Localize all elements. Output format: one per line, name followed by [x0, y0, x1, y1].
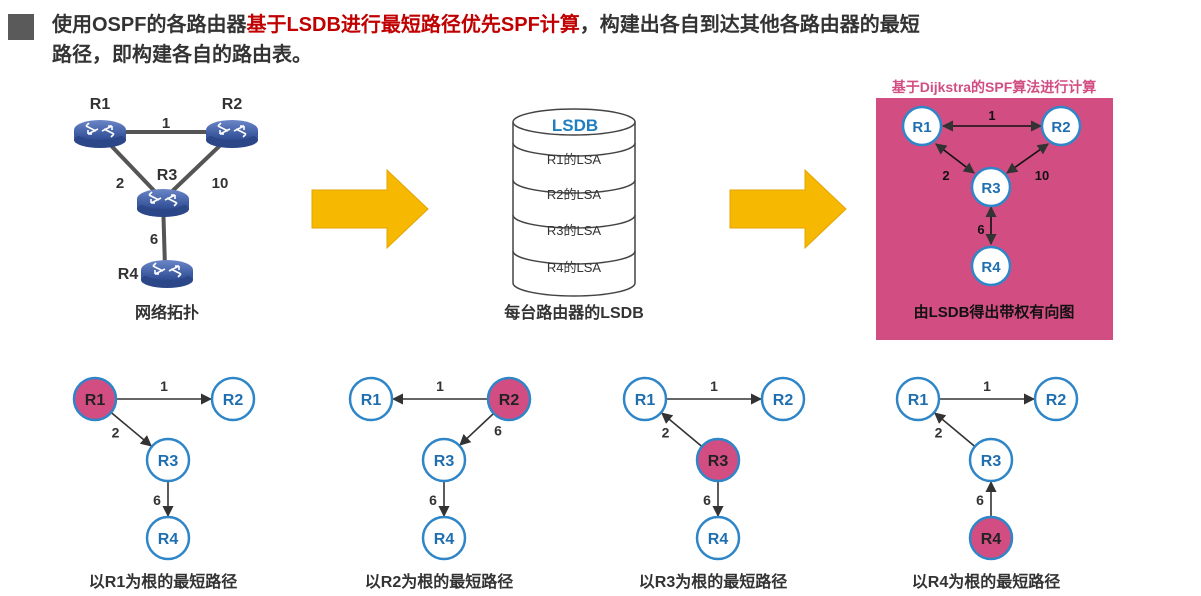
tree-node [421, 437, 467, 483]
header-bullet [8, 14, 34, 40]
tree-weight: 2 [112, 425, 120, 441]
graph-caption: 由LSDB得出带权有向图 [914, 303, 1075, 321]
topo-weight-r2-r3: 10 [212, 175, 229, 192]
tree-node [421, 515, 467, 561]
router-icon-r2 [205, 119, 259, 149]
graph-node-label-r3: R3 [981, 180, 1000, 197]
tree-node-label: R3 [434, 453, 455, 470]
tree-edge [459, 412, 495, 446]
tree-weight: 1 [160, 378, 168, 394]
tree-weight: 6 [429, 492, 437, 508]
graph-node-r2 [1040, 105, 1082, 147]
tree-node-label: R3 [981, 453, 1002, 470]
tree-caption: 以R1为根的最短路径 [89, 572, 237, 591]
router-icon-r3 [136, 188, 190, 218]
graph-weight-r3-r4: 6 [977, 222, 984, 237]
tree-weight: 6 [153, 492, 161, 508]
tree-caption: 以R3为根的最短路径 [639, 572, 787, 591]
title-line2: 路径，即构建各自的路由表。 [52, 44, 312, 66]
tree-edge [934, 412, 976, 448]
tree-root-node [695, 437, 741, 483]
tree-node-label: R2 [499, 392, 520, 409]
topo-label-r3: R3 [157, 167, 178, 184]
tree-node [145, 437, 191, 483]
lsdb-title: LSDB [552, 116, 598, 135]
tree-node [968, 437, 1014, 483]
graph-node-r4 [970, 245, 1012, 287]
tree-weight: 6 [703, 492, 711, 508]
topo-label-r1: R1 [90, 96, 111, 113]
lsdb-entry-r4: R4的LSA [547, 260, 602, 275]
tree-edge [110, 411, 152, 447]
tree-node-label: R1 [361, 392, 382, 409]
tree-root-node [486, 376, 532, 422]
tree-node-label: R2 [773, 392, 794, 409]
tree-node [210, 376, 256, 422]
topo-weight-r1-r3: 2 [116, 175, 124, 192]
lsdb-entry-r1: R1的LSA [547, 152, 602, 167]
tree-node [145, 515, 191, 561]
tree-node [348, 376, 394, 422]
graph-weight-r1-r3: 2 [942, 168, 949, 183]
tree-weight: 2 [935, 425, 943, 441]
tree-node-label: R4 [158, 531, 179, 548]
tree-weight: 6 [976, 492, 984, 508]
title-highlight: 基于LSDB进行最短路径优先SPF计算 [246, 14, 580, 36]
tree-node-label: R1 [85, 392, 106, 409]
tree-node [622, 376, 668, 422]
tree-node-label: R1 [908, 392, 929, 409]
graph-title-bg [870, 76, 1119, 98]
topo-label-r4: R4 [118, 266, 139, 283]
tree-weight: 1 [983, 378, 991, 394]
tree-node-label: R4 [708, 531, 729, 548]
tree-edge [661, 412, 703, 448]
title-part1: 使用OSPF的各路由器 [52, 14, 247, 36]
lsdb-entry-r2: R2的LSA [547, 187, 602, 202]
graph-title: 基于Dijkstra的SPF算法进行计算 [892, 79, 1097, 95]
graph-node-r1 [901, 105, 943, 147]
tree-caption: 以R2为根的最短路径 [365, 572, 513, 591]
topo-weight-r1-r2: 1 [162, 115, 170, 132]
lsdb-entry-r3: R3的LSA [547, 223, 602, 238]
tree-root-node [72, 376, 118, 422]
tree-weight: 1 [710, 378, 718, 394]
tree-weight: 2 [662, 425, 670, 441]
network-topology: R1 R2 R3 R4 1 2 10 6 网络拓扑 [73, 96, 259, 322]
page-title: 使用OSPF的各路由器基于LSDB进行最短路径优先SPF计算，构建出各自到达其他… [52, 10, 1072, 70]
lsdb-caption: 每台路由器的LSDB [504, 303, 644, 322]
tree-caption: 以R4为根的最短路径 [912, 572, 1060, 591]
tree-node-label: R2 [223, 392, 244, 409]
graph-weight-r1-r2: 1 [988, 108, 995, 123]
arrow-right-icon [311, 168, 429, 250]
title-part2: ，构建出各自到达其他各路由器的最短 [579, 14, 920, 36]
graph-weight-r2-r3: 10 [1035, 168, 1049, 183]
lsdb-database: LSDB R1的LSA R2的LSA R3的LSA R4的LSA 每台路由器的L… [504, 108, 644, 322]
topo-label-r2: R2 [222, 96, 243, 113]
router-icon-r4 [140, 259, 194, 289]
graph-node-label-r1: R1 [912, 119, 931, 136]
tree-node [760, 376, 806, 422]
tree-node [695, 515, 741, 561]
tree-node-label: R4 [434, 531, 455, 548]
topo-weight-r3-r4: 6 [150, 231, 158, 248]
tree-node-label: R2 [1046, 392, 1067, 409]
tree-node-label: R4 [981, 531, 1002, 548]
topology-caption: 网络拓扑 [135, 303, 199, 322]
tree-root-node [968, 515, 1014, 561]
tree-node [895, 376, 941, 422]
router-icon-r1 [73, 119, 127, 149]
tree-weight: 1 [436, 378, 444, 394]
graph-node-label-r2: R2 [1051, 119, 1070, 136]
tree-weight: 6 [494, 423, 502, 439]
tree-node [1033, 376, 1079, 422]
graph-node-r3 [970, 166, 1012, 208]
tree-node-label: R1 [635, 392, 656, 409]
graph-node-label-r4: R4 [981, 259, 1001, 276]
weighted-graph-box: 基于Dijkstra的SPF算法进行计算 R1 R2 R3 R4 1 2 10 … [870, 76, 1119, 340]
arrow-right-icon [729, 168, 847, 250]
tree-node-label: R3 [158, 453, 179, 470]
tree-node-label: R3 [708, 453, 729, 470]
